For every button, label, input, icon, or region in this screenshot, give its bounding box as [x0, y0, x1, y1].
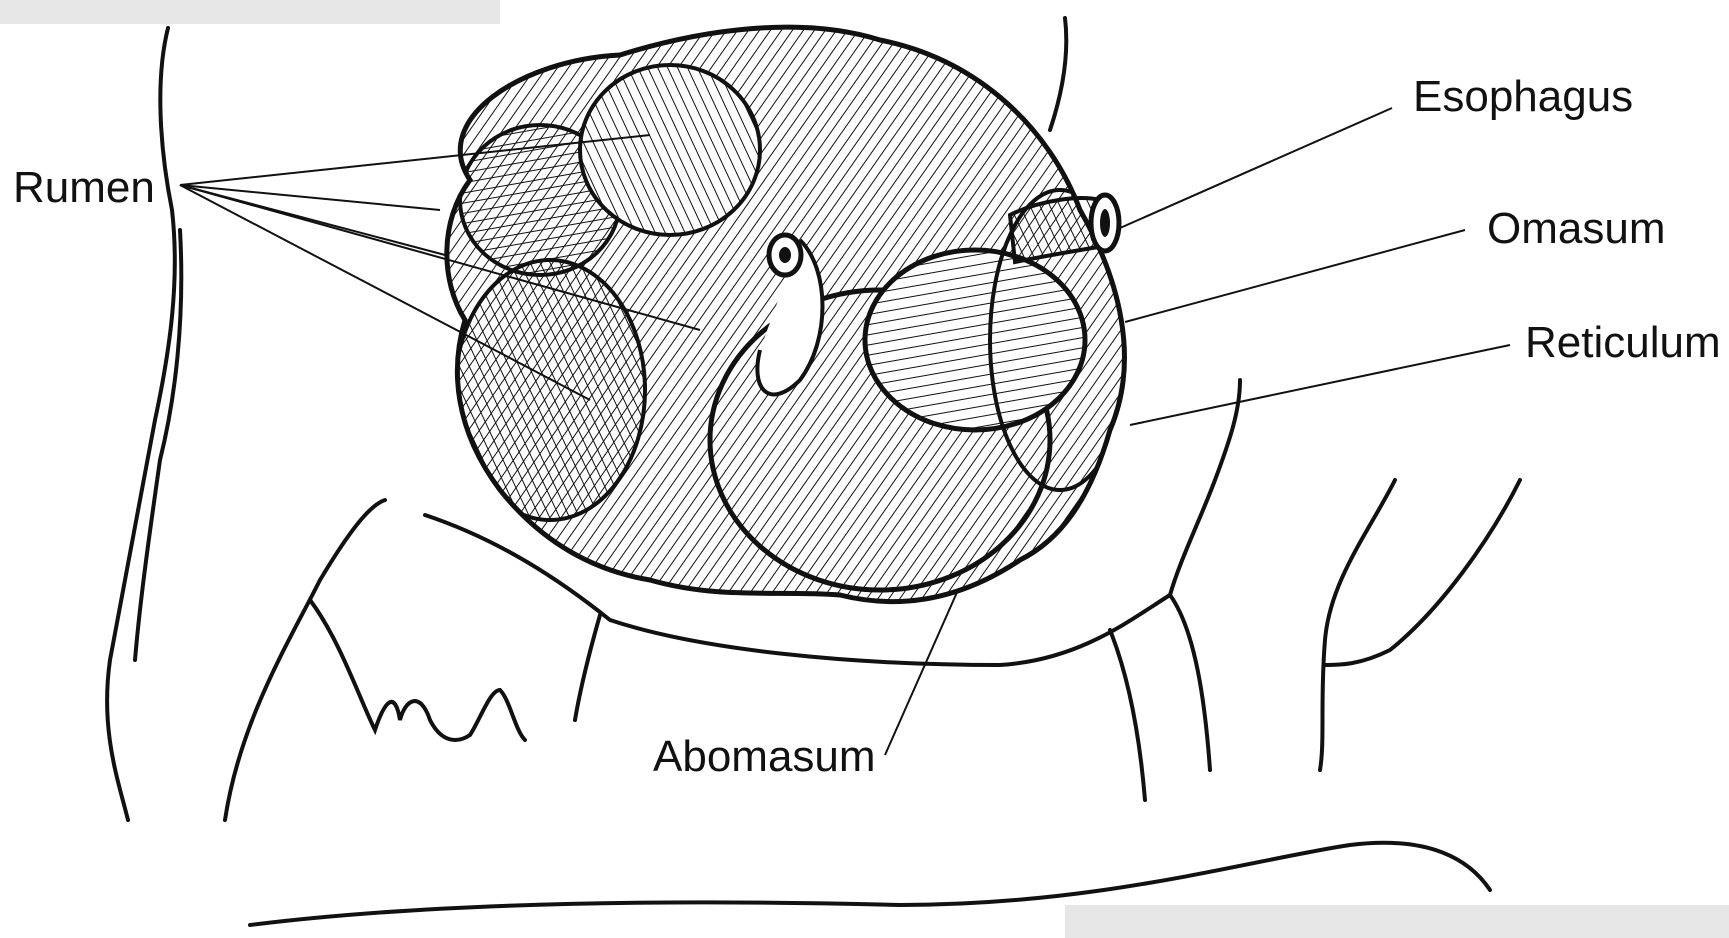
- label-rumen: Rumen: [13, 163, 155, 212]
- bottom-right-gray-bar: [1065, 905, 1729, 938]
- abomasum-leader: [885, 590, 958, 755]
- label-esophagus: Esophagus: [1413, 72, 1633, 121]
- esophagus-leader: [1120, 108, 1392, 228]
- label-omasum: Omasum: [1487, 204, 1665, 253]
- reticulum-leader: [1130, 345, 1510, 425]
- label-abomasum: Abomasum: [653, 732, 876, 781]
- top-left-gray-bar: [0, 0, 500, 24]
- stomach-illustration: [447, 27, 1130, 601]
- omasum-leader: [1125, 230, 1465, 322]
- label-reticulum: Reticulum: [1525, 318, 1721, 367]
